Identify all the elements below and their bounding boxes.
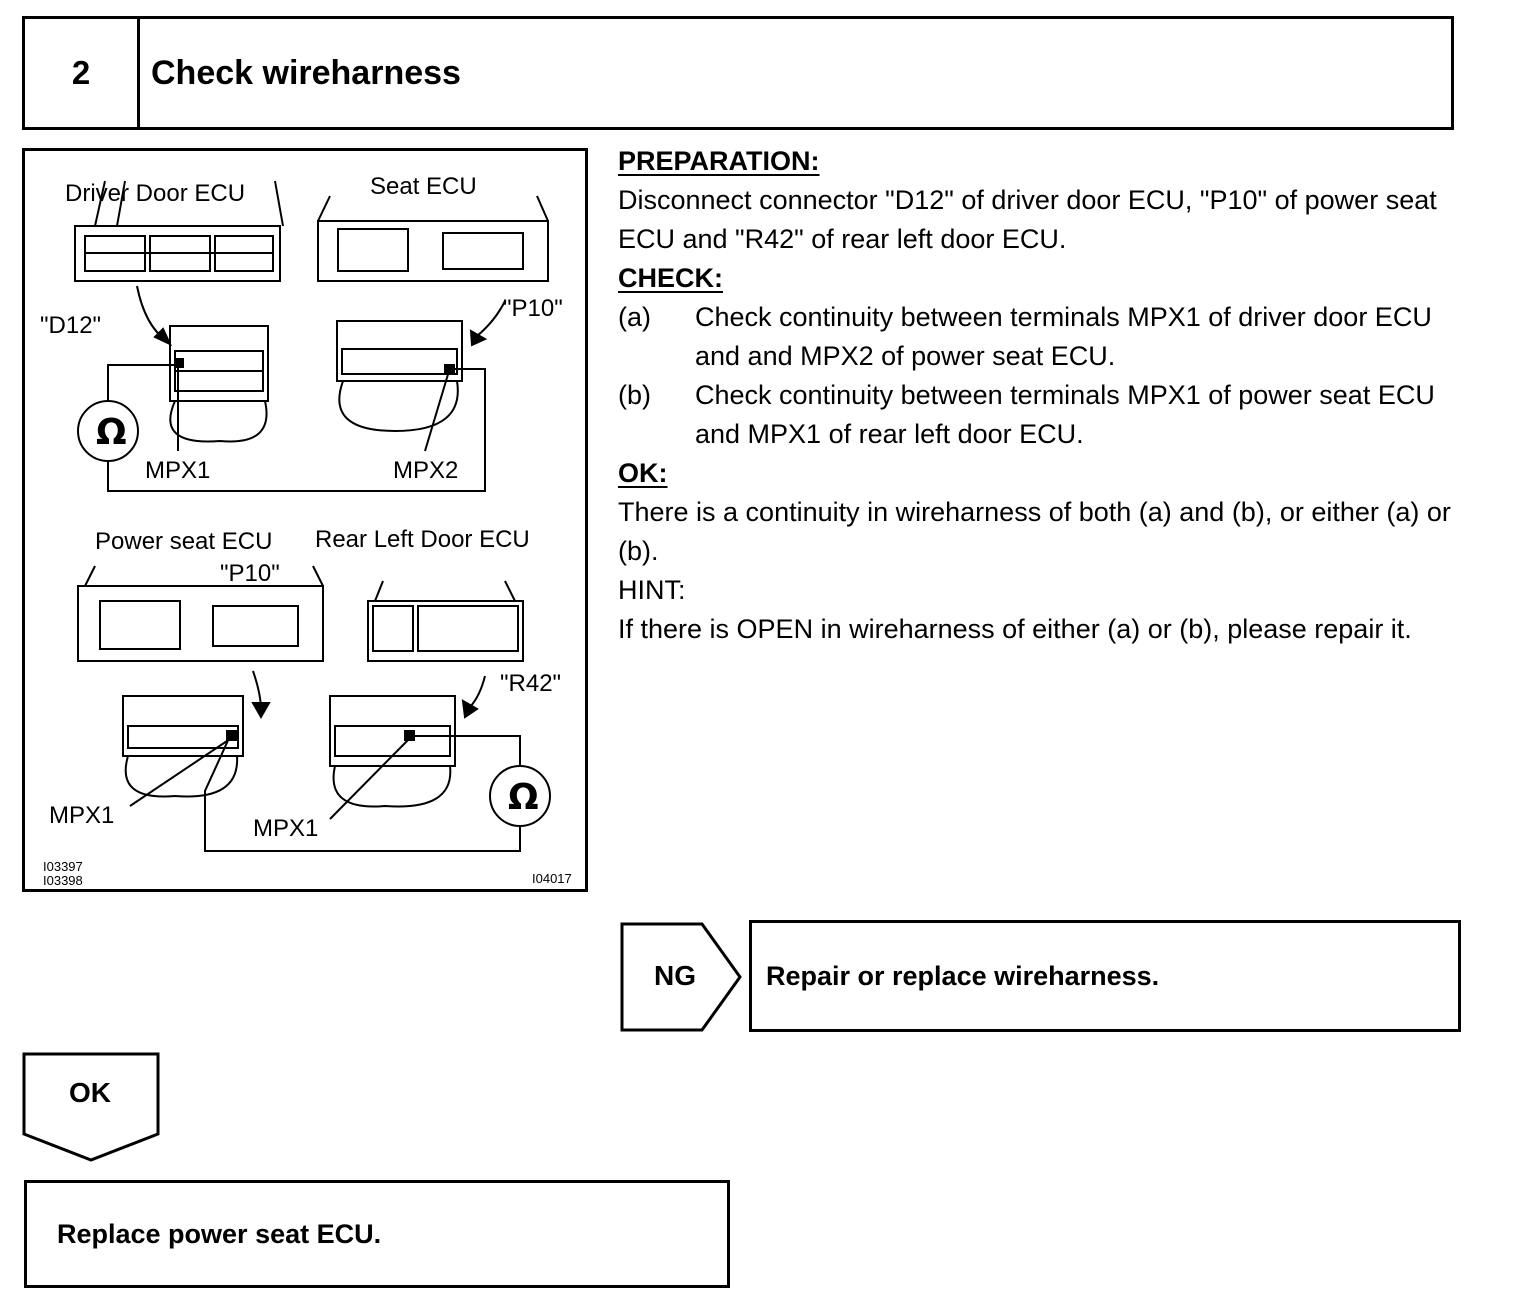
wiring-diagram-svg: Ω Ω Driver Door ECU Seat ECU "D12" "P10"… <box>40 173 572 888</box>
preparation-heading: PREPARATION: <box>618 146 820 176</box>
label-p10-top: "P10" <box>503 295 563 322</box>
figure-id-2: I03398 <box>43 873 83 888</box>
p10-connector-bottom <box>122 695 244 757</box>
ng-label: NG <box>654 960 696 991</box>
wiring-diagram: Ω Ω Driver Door ECU Seat ECU "D12" "P10"… <box>22 148 588 892</box>
check-item-a-label: (a) <box>618 302 651 332</box>
step-title: Check wireharness <box>151 53 461 92</box>
check-item-b: (b) Check continuity between terminals M… <box>618 376 1468 454</box>
d12-connector <box>169 325 269 402</box>
ohm-symbol-top: Ω <box>96 412 127 453</box>
hint-heading: HINT: <box>618 575 686 605</box>
label-mpx2: MPX2 <box>393 457 458 484</box>
check-item-b-label: (b) <box>618 380 651 410</box>
rear-left-door-ecu-body <box>367 600 524 662</box>
label-seat-ecu: Seat ECU <box>370 173 477 200</box>
label-d12: "D12" <box>40 312 101 339</box>
ok-arrow-shape <box>22 1052 160 1162</box>
ok-action-box: Replace power seat ECU. <box>24 1180 730 1288</box>
label-mpx1-bottom-right: MPX1 <box>253 815 318 842</box>
figure-id-1: I03397 <box>43 859 83 874</box>
label-driver-door-ecu: Driver Door ECU <box>65 180 245 207</box>
preparation-text: Disconnect connector "D12" of driver doo… <box>618 185 1437 254</box>
label-mpx1-bottom-left: MPX1 <box>49 802 114 829</box>
label-rear-left-door-ecu: Rear Left Door ECU <box>315 526 530 553</box>
driver-door-ecu-body <box>74 225 281 282</box>
ok-label: OK <box>69 1077 111 1108</box>
step-header: 2 Check wireharness <box>22 16 1454 130</box>
ok-text: There is a continuity in wireharness of … <box>618 497 1451 566</box>
power-seat-ecu-body <box>77 585 324 662</box>
ng-action-box: Repair or replace wireharness. <box>749 920 1461 1032</box>
seat-ecu-body <box>317 220 549 282</box>
r42-connector <box>329 695 456 767</box>
ohm-symbol-bottom: Ω <box>508 777 539 818</box>
hint-text: If there is OPEN in wireharness of eithe… <box>618 614 1412 644</box>
check-item-a-text: Check continuity between terminals MPX1 … <box>695 302 1432 371</box>
check-item-b-text: Check continuity between terminals MPX1 … <box>695 380 1435 449</box>
ok-heading: OK: <box>618 458 668 488</box>
label-p10-bottom: "P10" <box>220 560 280 587</box>
label-r42: "R42" <box>500 670 561 697</box>
step-number: 2 <box>25 19 140 127</box>
check-item-a: (a) Check continuity between terminals M… <box>618 298 1468 376</box>
label-mpx1-top: MPX1 <box>145 457 210 484</box>
label-power-seat-ecu: Power seat ECU <box>95 528 272 555</box>
figure-id-3: I04017 <box>532 871 572 886</box>
ng-arrow-shape <box>620 922 742 1032</box>
instructions: PREPARATION: Disconnect connector "D12" … <box>618 142 1468 649</box>
p10-connector-top <box>336 320 463 382</box>
check-heading: CHECK: <box>618 263 723 293</box>
